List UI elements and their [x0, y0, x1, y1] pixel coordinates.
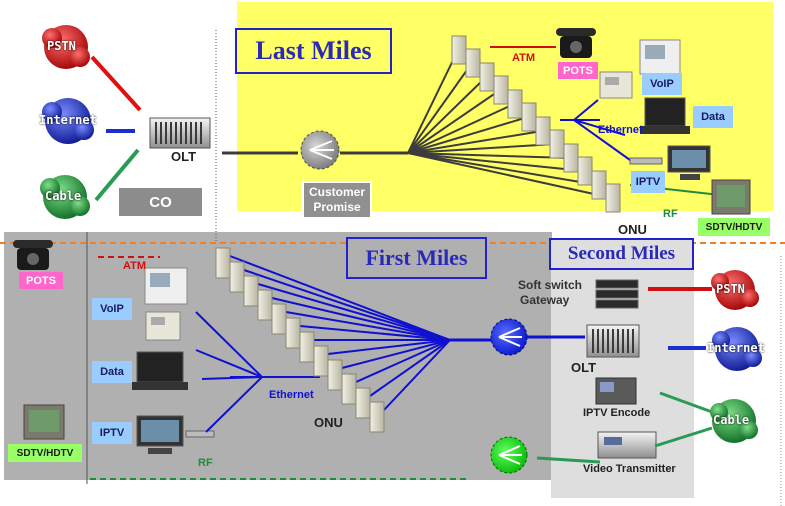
fiber-fan-bottom — [229, 255, 451, 411]
last-miles-title: Last Miles — [235, 28, 392, 74]
co-box-shape — [117, 186, 204, 218]
rf-bottom-label: RF — [198, 457, 213, 469]
rf-top-label: RF — [663, 208, 678, 220]
softswitch-line1: Soft switch — [518, 278, 583, 292]
cable-label-top: Cable — [45, 189, 82, 203]
cable-cloud-top — [40, 175, 90, 219]
atm-bottom-label: ATM — [123, 260, 147, 272]
crt-tv-top-device — [711, 179, 751, 215]
voip-top-label: VoIP — [642, 73, 682, 95]
onu-bottom-label: ONU — [314, 415, 343, 430]
second-miles-title: Second Miles — [549, 238, 694, 270]
internet-cloud-right — [712, 327, 762, 371]
splitter-gray-top — [300, 130, 340, 170]
iptv-top-device — [629, 145, 711, 180]
voip-bottom-label: VoIP — [92, 298, 132, 320]
data-top-label: Data — [693, 106, 733, 128]
iptv-bottom-label: IPTV — [92, 422, 132, 444]
softswitch-line2: Gateway — [520, 293, 570, 307]
splitter-green-bottom — [490, 436, 528, 474]
pstn-label-top: PSTN — [47, 39, 76, 53]
data-bottom-label: Data — [92, 361, 132, 383]
customer-promise-line1: Customer — [308, 185, 365, 199]
laptop-bottom-device — [132, 351, 188, 390]
onu-stack-top — [451, 35, 621, 213]
ethernet-fan-top — [560, 99, 631, 161]
internet-label-right: Internet — [707, 341, 765, 355]
pots-phone-top-device — [599, 71, 633, 99]
pots-phone-bottom-device — [145, 311, 181, 341]
iptv-top-label: IPTV — [631, 171, 665, 193]
internet-label-top: Internet — [39, 113, 97, 127]
sdtv-left-label: SDTV/HDTV — [8, 444, 82, 462]
pots-left-label: POTS — [19, 272, 63, 289]
first-miles-title: First Miles — [346, 237, 487, 279]
onu-top-label: ONU — [618, 222, 647, 237]
ethernet-fan-bottom — [195, 311, 320, 433]
telephone-left-device — [13, 240, 53, 270]
cable-cloud-right — [710, 399, 758, 443]
splitter-blue-bottom — [490, 318, 528, 356]
iptv-bottom-device — [136, 415, 215, 454]
pstn-cloud-top — [42, 25, 90, 69]
olt-bottom-label: OLT — [571, 360, 597, 375]
internet-cloud-top — [42, 98, 94, 144]
ethernet-top-label: Ethernet — [598, 124, 643, 136]
telephone-top-device — [556, 28, 596, 58]
pstn-label-right: PSTN — [716, 282, 745, 296]
customer-promise-label: Customer Promise — [302, 181, 372, 219]
olt-top-device — [149, 117, 211, 149]
cable-label-right: Cable — [713, 413, 750, 427]
softswitch-gateway-label: Soft switch Gateway — [518, 278, 582, 308]
laptop-top-device — [640, 97, 690, 134]
voip-phone-bottom-device — [144, 267, 188, 305]
pstn-cloud-right — [711, 270, 759, 310]
iptv-encode-label: IPTV Encode — [583, 407, 651, 419]
olt-bottom-device — [586, 324, 640, 358]
onu-stack-bottom — [215, 247, 385, 433]
video-transmitter-device — [597, 431, 657, 459]
olt-top-label: OLT — [171, 149, 197, 164]
sdtv-top-label: SDTV/HDTV — [698, 218, 770, 236]
co-label: CO — [149, 193, 172, 211]
softswitch-gateway-device — [595, 279, 639, 309]
customer-promise-line2: Promise — [313, 200, 361, 214]
pots-top-label: POTS — [558, 62, 598, 79]
atm-top-label: ATM — [512, 52, 536, 64]
iptv-encode-device — [595, 377, 637, 405]
crt-tv-left-device — [23, 404, 65, 440]
fiber-fan-top — [407, 49, 613, 199]
video-transmitter-label: Video Transmitter — [583, 463, 676, 475]
voip-phone-top-device — [639, 39, 681, 75]
ethernet-bottom-label: Ethernet — [269, 389, 314, 401]
